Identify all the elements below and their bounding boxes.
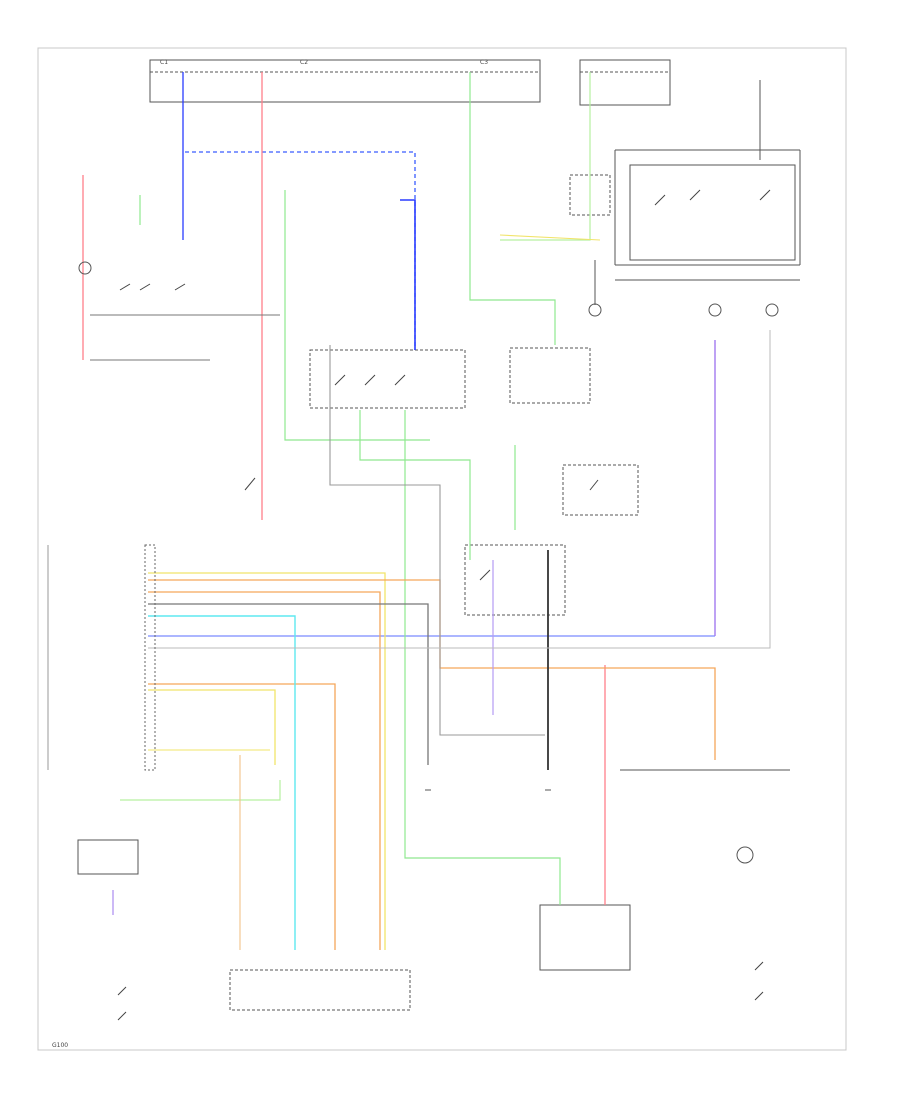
- footer-label: G100: [52, 1042, 68, 1049]
- connector-label-a: C1: [160, 59, 168, 66]
- switch-contacts: [117, 189, 771, 1021]
- wire-yellow: [148, 234, 601, 950]
- ground-symbols: [78, 261, 779, 864]
- wire-cyan: [148, 615, 296, 950]
- component-boxes: [77, 149, 801, 1011]
- wire-gray: [90, 80, 800, 771]
- wire-green: [120, 72, 591, 905]
- connector-block: [47, 544, 156, 771]
- wire-blue: [148, 72, 715, 637]
- power-distribution-box: [149, 59, 671, 106]
- diagram-frame: [37, 47, 847, 1051]
- connector-label-b: C2: [300, 59, 308, 66]
- connector-label-c: C3: [480, 59, 488, 66]
- wire-pink: [82, 72, 606, 905]
- wire-blue-dashed: [185, 151, 416, 350]
- wire-purple: [112, 340, 716, 915]
